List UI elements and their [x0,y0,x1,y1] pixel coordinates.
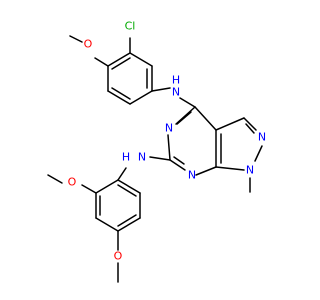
bond [195,166,217,176]
bond [107,90,131,105]
bond-lines [47,35,263,283]
bond [169,159,186,171]
bond [129,90,153,105]
bond [95,179,119,194]
bond [107,52,131,67]
bond [117,167,127,181]
bond [117,214,137,227]
atom-chlorine: Cl [125,20,136,33]
atom-nitrogen-amine-top: N [172,86,180,99]
atom-nitrogen-amine-bottom: N [138,151,146,164]
atom-nitrogen-pyrimidine-2: N [188,169,196,182]
atom-nitrogen-pyrimidine-1: N [165,122,173,135]
bond [173,156,185,165]
bond [167,134,171,161]
bond [245,123,255,134]
bond [215,166,245,171]
bond [111,57,131,70]
atom-labels: Cl O N H N N N N N H O O [68,20,266,263]
bond [243,117,257,131]
bond [129,52,153,67]
atom-oxygen-left: O [68,176,77,189]
molecule-structure: Cl O N H N N N N N H O O [47,20,266,283]
bond [47,174,63,184]
bond [69,35,83,43]
atom-oxygen-bottom: O [114,250,123,263]
bond [194,106,217,131]
bond [111,87,131,100]
bond [117,184,137,197]
bond [215,117,245,131]
bond [94,57,109,67]
bond [254,145,263,162]
atom-oxygen-top: O [84,38,93,51]
atom-hydrogen-amine-bottom: H [122,151,130,164]
bond [151,87,171,92]
bond [176,111,192,125]
bond [81,184,97,194]
atom-nitrogen-pyrazole-1: N [258,131,266,144]
atom-nitrogen-pyrazole-2: N [246,164,254,177]
bond [95,217,119,232]
atom-hydrogen-amine-top: H [172,74,180,87]
bond [117,217,141,232]
bond [117,179,141,194]
bond [179,97,196,108]
bond [149,156,171,161]
